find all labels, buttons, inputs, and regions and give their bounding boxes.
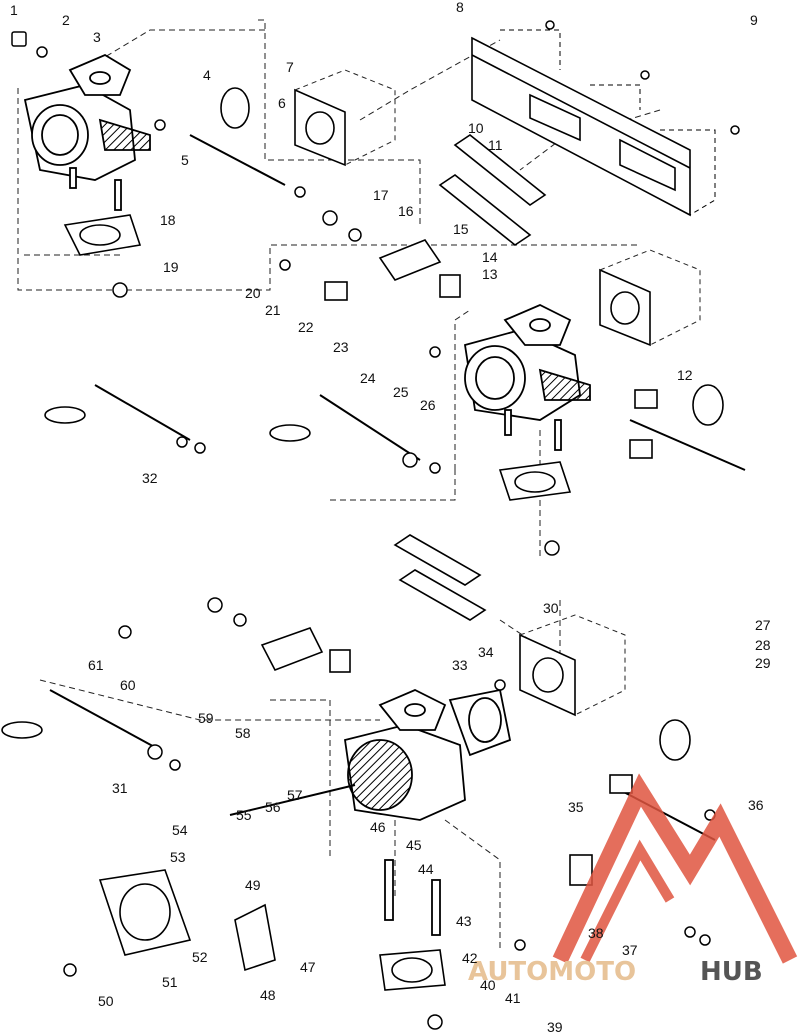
callout-55: 55: [236, 807, 252, 823]
callout-8: 8: [456, 0, 464, 15]
callout-54: 54: [172, 822, 188, 838]
carburetor-bottom: [343, 688, 512, 936]
callout-12: 12: [677, 367, 693, 383]
brackets: [260, 239, 442, 672]
callout-50: 50: [98, 993, 114, 1009]
callout-42: 42: [462, 950, 478, 966]
callout-39: 39: [547, 1019, 563, 1035]
callout-6: 6: [278, 95, 286, 111]
callout-17: 17: [373, 187, 389, 203]
callout-59: 59: [198, 710, 214, 726]
small-hardware: [11, 31, 716, 1030]
callout-21: 21: [265, 302, 281, 318]
callout-58: 58: [235, 725, 251, 741]
mounting-plate: [471, 29, 716, 217]
callout-48: 48: [260, 987, 276, 1003]
callout-13: 13: [482, 266, 498, 282]
callout-57: 57: [287, 787, 303, 803]
callout-9: 9: [750, 12, 758, 28]
callout-60: 60: [120, 677, 136, 693]
plate-screws: [545, 20, 740, 135]
callout-47: 47: [300, 959, 316, 975]
covers: [98, 869, 276, 972]
callout-49: 49: [245, 877, 261, 893]
callout-30: 30: [543, 600, 559, 616]
callout-36: 36: [748, 797, 764, 813]
callout-43: 43: [456, 913, 472, 929]
callout-11: 11: [488, 137, 503, 153]
callout-32: 32: [142, 470, 158, 486]
carburetor-middle: [463, 304, 591, 451]
callout-23: 23: [333, 339, 349, 355]
callout-4: 4: [203, 67, 211, 83]
callout-1: 1: [10, 2, 18, 18]
butterfly-discs: [1, 87, 724, 761]
callout-29: 29: [755, 655, 771, 671]
callout-22: 22: [298, 319, 314, 335]
callout-35: 35: [568, 799, 584, 815]
callout-44: 44: [418, 861, 434, 877]
callout-3: 3: [93, 29, 101, 45]
callout-5: 5: [181, 152, 189, 168]
flange-adapters: [294, 88, 651, 717]
callout-24: 24: [360, 370, 376, 386]
callout-26: 26: [420, 397, 436, 413]
callout-20: 20: [245, 285, 261, 301]
callout-18: 18: [160, 212, 176, 228]
callout-33: 33: [452, 657, 468, 673]
callout-37: 37: [622, 942, 638, 958]
callout-56: 56: [265, 799, 281, 815]
callout-61: 61: [88, 657, 104, 673]
watermark-logo: [552, 773, 798, 964]
callout-27: 27: [755, 617, 771, 633]
rods-and-springs: [324, 134, 658, 886]
carburetor-top-left: [23, 53, 151, 211]
callout-41: 41: [505, 990, 521, 1006]
callout-15: 15: [453, 221, 469, 237]
callout-31: 31: [112, 780, 128, 796]
callout-7: 7: [286, 59, 294, 75]
callout-52: 52: [192, 949, 208, 965]
callout-45: 45: [406, 837, 422, 853]
callout-46: 46: [370, 819, 386, 835]
callout-38: 38: [588, 925, 604, 941]
callout-25: 25: [393, 384, 409, 400]
callout-40: 40: [480, 977, 496, 993]
callout-53: 53: [170, 849, 186, 865]
callout-labels: 1234567891011121314151617181920212223242…: [10, 0, 771, 1035]
watermark-brand-left: AUTOMOTO: [468, 957, 636, 987]
flange-dashed-boxes: [294, 69, 701, 716]
callout-10: 10: [468, 120, 484, 136]
watermark-brand-right: HUB: [700, 957, 763, 987]
callout-28: 28: [755, 637, 771, 653]
gaskets: [63, 214, 572, 991]
callout-14: 14: [482, 249, 498, 265]
callout-34: 34: [478, 644, 494, 660]
callout-19: 19: [163, 259, 179, 275]
callout-16: 16: [398, 203, 414, 219]
callout-2: 2: [62, 12, 70, 28]
callout-51: 51: [162, 974, 178, 990]
